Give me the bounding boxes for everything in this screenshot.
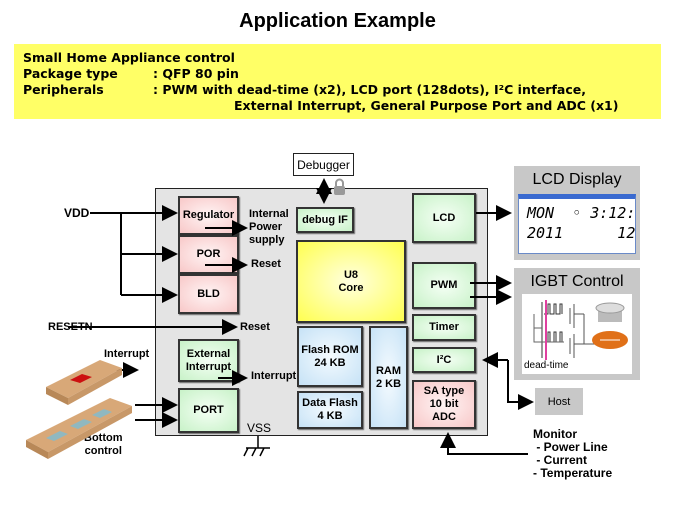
lcd-display-panel: LCD Display MON ◦ 3:12:06 2011 12 19: [514, 166, 640, 260]
igbt-title: IGBT Control: [530, 273, 624, 290]
por-block: POR: [178, 235, 239, 274]
data-flash-block: Data Flash 4 KB: [297, 391, 363, 429]
reset-label: Reset: [251, 258, 281, 270]
vdd-label: VDD: [64, 206, 90, 220]
external-interrupt-block: External Interrupt: [178, 339, 239, 382]
vss-label: VSS: [247, 421, 272, 435]
monitor-label: Monitor - Power Line - Current - Tempera…: [533, 427, 613, 480]
lock-icon: [334, 178, 345, 195]
pwm-block: PWM: [412, 262, 476, 309]
interrupt-out-label: Interrupt: [251, 370, 297, 382]
lcd-block: LCD: [412, 193, 476, 243]
igbt-panel: IGBT Control dead-time: [514, 268, 640, 380]
button-panel-icon: [26, 360, 132, 459]
dead-time-label: dead-time: [524, 360, 569, 371]
lcd-line: MON ◦ 3:12:06: [527, 204, 636, 222]
bld-block: BLD: [178, 274, 239, 314]
igbt-circuit-icon: [533, 300, 628, 360]
lcd-screen: MON ◦ 3:12:06 2011 12 19: [518, 194, 636, 254]
spec-value: : QFP 80 pin: [153, 66, 239, 81]
spec-value: External Interrupt, General Purpose Port…: [234, 98, 619, 113]
port-block: PORT: [178, 388, 239, 433]
i2c-block: I²C: [412, 347, 476, 373]
interrupt-in-label: Interrupt: [104, 348, 150, 360]
timer-block: Timer: [412, 314, 476, 341]
ram-block: RAM 2 KB: [369, 326, 408, 429]
core-block: U8 Core: [296, 240, 406, 323]
spec-line: Small Home Appliance control: [23, 50, 235, 65]
flash-rom-block: Flash ROM 24 KB: [297, 326, 363, 387]
reset-label: Reset: [240, 321, 270, 333]
spec-key: Package type: [23, 66, 118, 81]
slide-title: Application Example: [239, 10, 436, 32]
debug-if-block: debug IF: [296, 207, 354, 233]
bottom-control-label: Bottom control: [84, 432, 123, 457]
spec-value: : PWM with dead-time (x2), LCD port (128…: [153, 82, 586, 97]
host-box: Host: [535, 388, 583, 415]
lcd-line: 2011 12 19: [527, 224, 636, 242]
adc-block: SA type 10 bit ADC: [412, 380, 476, 429]
debugger-box: Debugger: [293, 153, 354, 176]
spec-key: Peripherals: [23, 82, 104, 97]
lcd-display-title: LCD Display: [532, 171, 622, 188]
spec-box: Small Home Appliance control Package typ…: [14, 44, 661, 119]
internal-power-label: Internal Power supply: [249, 208, 289, 246]
igbt-image: dead-time: [522, 294, 632, 374]
